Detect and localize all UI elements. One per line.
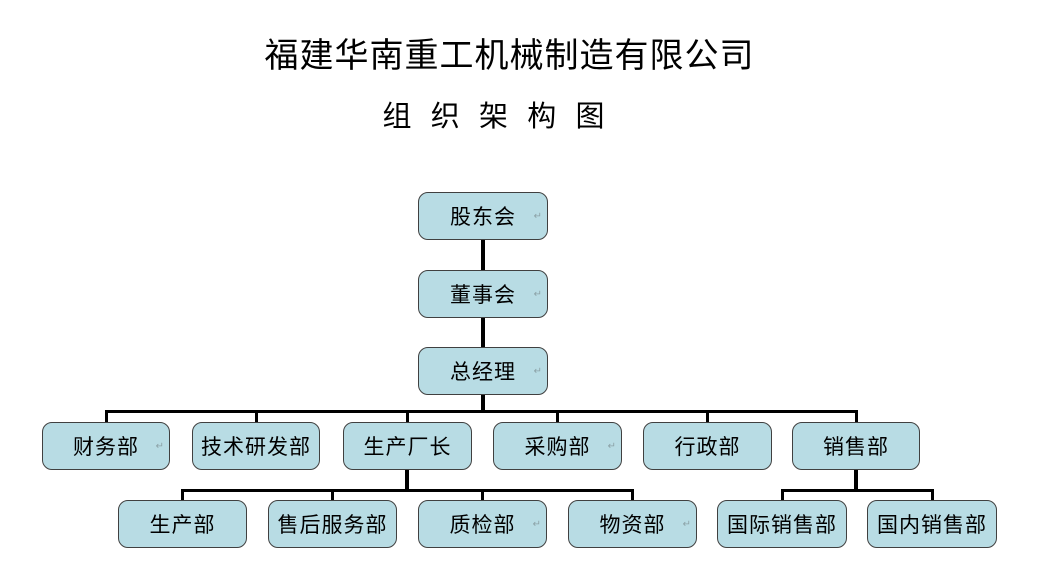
org-node-production-director: 生产厂长 <box>343 422 472 470</box>
org-node-label: 技术研发部 <box>201 435 311 459</box>
org-node-shareholders-meeting: 股东会 ↵ <box>418 192 548 240</box>
org-node-finance-dept: 财务部 ↵ <box>42 422 170 470</box>
org-node-production-dept: 生产部 <box>118 500 247 548</box>
org-node-label: 物资部 <box>599 513 666 537</box>
paragraph-mark-icon: ↵ <box>533 366 542 378</box>
connector-drop <box>331 489 334 502</box>
org-node-materials-dept: 物资部 ↵ <box>568 500 697 548</box>
connector-drop <box>105 410 108 423</box>
org-node-general-manager: 总经理 ↵ <box>418 347 548 395</box>
connector-drop <box>931 489 934 502</box>
org-node-tech-rnd-dept: 技术研发部 <box>192 422 320 470</box>
org-node-label: 国内销售部 <box>877 513 987 537</box>
connector-vertical <box>481 394 485 411</box>
org-node-board-of-directors: 董事会 ↵ <box>418 270 548 318</box>
org-node-domestic-sales-dept: 国内销售部 <box>867 500 997 548</box>
org-node-label: 行政部 <box>674 435 741 459</box>
paragraph-mark-icon: ↵ <box>533 211 542 223</box>
org-node-purchasing-dept: 采购部 ↵ <box>493 422 622 470</box>
connector-horizontal <box>181 489 633 492</box>
org-node-label: 质检部 <box>449 513 516 537</box>
org-node-quality-inspection-dept: 质检部 ↵ <box>418 500 547 548</box>
org-node-label: 销售部 <box>823 435 889 459</box>
paragraph-mark-icon: ↵ <box>682 519 691 531</box>
org-node-label: 采购部 <box>524 435 591 459</box>
connector-drop <box>255 410 258 423</box>
org-node-admin-dept: 行政部 <box>643 422 772 470</box>
org-node-label: 国际销售部 <box>727 513 837 537</box>
org-node-aftersales-service-dept: 售后服务部 <box>268 500 397 548</box>
company-title: 福建华南重工机械制造有限公司 <box>264 38 755 75</box>
org-node-label: 售后服务部 <box>277 513 388 537</box>
connector-drop <box>181 489 184 502</box>
org-node-label: 股东会 <box>450 205 516 229</box>
connector-vertical <box>405 469 409 490</box>
paragraph-mark-icon: ↵ <box>155 441 164 453</box>
connector-drop <box>406 410 409 423</box>
connector-drop <box>481 489 484 502</box>
org-node-label: 董事会 <box>450 283 516 307</box>
paragraph-mark-icon: ↵ <box>607 441 616 453</box>
org-node-label: 生产厂长 <box>363 435 452 459</box>
connector-vertical <box>481 239 485 271</box>
chart-title: 组 织 架 构 图 <box>382 101 611 133</box>
connector-drop <box>631 489 634 502</box>
org-node-label: 财务部 <box>73 435 139 459</box>
connector-drop <box>781 489 784 502</box>
connector-drop <box>556 410 559 423</box>
org-node-label: 总经理 <box>450 360 516 384</box>
connector-drop <box>706 410 709 423</box>
connector-vertical <box>481 317 485 348</box>
org-node-international-sales-dept: 国际销售部 <box>717 500 847 548</box>
connector-drop <box>855 410 858 423</box>
connector-horizontal <box>781 489 933 492</box>
paragraph-mark-icon: ↵ <box>532 519 541 531</box>
paragraph-mark-icon: ↵ <box>533 289 542 301</box>
org-node-sales-dept: 销售部 <box>792 422 920 470</box>
connector-vertical <box>854 469 858 490</box>
org-node-label: 生产部 <box>149 513 216 537</box>
connector-horizontal <box>105 410 858 413</box>
